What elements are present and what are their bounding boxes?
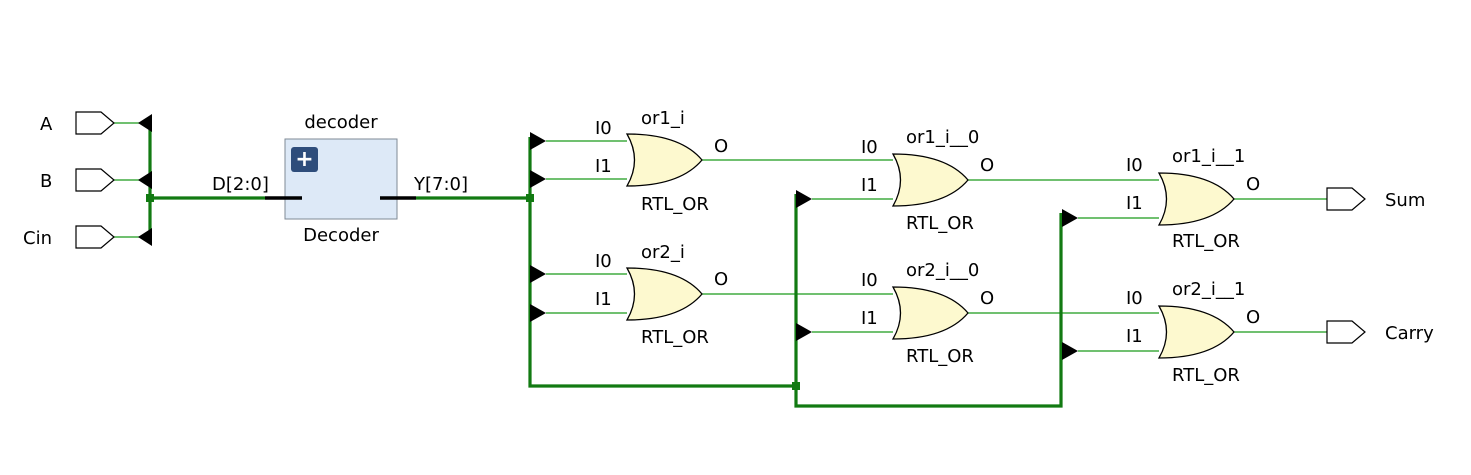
output-port-sum[interactable]: Sum <box>1326 187 1425 211</box>
output-port-label: Carry <box>1385 323 1434 344</box>
ripper-arrow <box>138 171 152 189</box>
output-port-shape[interactable] <box>1326 320 1366 344</box>
gate-instance-name: or2_i__1 <box>1172 279 1245 300</box>
gate-pin-label-i1: I1 <box>1126 326 1143 347</box>
input-port-b[interactable]: B <box>40 168 115 192</box>
bus-junction <box>526 194 534 202</box>
gate-instance-name: or1_i__1 <box>1172 146 1245 167</box>
output-port-shape[interactable] <box>1326 187 1366 211</box>
plus-icon: + <box>295 147 313 172</box>
gate-pin-label-i0: I0 <box>1126 288 1143 309</box>
input-port-a[interactable]: A <box>40 111 115 135</box>
gate-type-name: RTL_OR <box>1172 365 1240 386</box>
rippers <box>138 114 1078 360</box>
gate-type-name: RTL_OR <box>906 213 974 234</box>
bus-junction <box>146 194 154 202</box>
gate-type-name: RTL_OR <box>641 194 709 215</box>
input-port-label: Cin <box>23 228 52 249</box>
output-port-carry[interactable]: Carry <box>1326 320 1434 344</box>
gate-pin-label-o: O <box>980 155 994 176</box>
gate-pin-label-i1: I1 <box>861 308 878 329</box>
gate-pin-label-i1: I1 <box>1126 193 1143 214</box>
gate-pin-label-i0: I0 <box>861 137 878 158</box>
ripper-arrow <box>138 114 152 132</box>
or-gate-or1-i[interactable]: or1_i RTL_OR I0 I1 O <box>595 108 728 215</box>
gate-pin-label-i0: I0 <box>595 251 612 272</box>
ripper-arrow <box>1062 342 1078 360</box>
or-gate-or1-i-1[interactable]: or1_i__1 RTL_OR I0 I1 O <box>1126 146 1260 252</box>
ripper-arrow <box>530 170 546 188</box>
gate-type-name: RTL_OR <box>641 327 709 348</box>
decoder-block[interactable]: + decoder Decoder D[2:0] Y[7:0] <box>212 112 468 246</box>
gate-pin-label-i1: I1 <box>595 289 612 310</box>
ripper-arrow <box>796 190 812 208</box>
input-port-label: A <box>40 114 53 135</box>
gate-type-name: RTL_OR <box>1172 231 1240 252</box>
decoder-in-pin-label: D[2:0] <box>212 174 269 195</box>
bus-junction <box>792 382 800 390</box>
input-port-shape[interactable] <box>75 225 115 249</box>
gate-pin-label-i1: I1 <box>595 156 612 177</box>
decoder-instance-name: decoder <box>304 112 378 133</box>
decoder-module-name: Decoder <box>303 225 379 246</box>
gate-instance-name: or2_i__0 <box>906 260 979 281</box>
gate-instance-name: or1_i <box>641 108 685 129</box>
gate-pin-label-o: O <box>1246 307 1260 328</box>
output-port-label: Sum <box>1385 190 1425 211</box>
gate-pin-label-i0: I0 <box>861 270 878 291</box>
ripper-arrow <box>530 132 546 150</box>
input-port-shape[interactable] <box>75 168 115 192</box>
or-gate-shape[interactable] <box>891 286 969 340</box>
or-gate-shape[interactable] <box>625 267 703 321</box>
input-port-shape[interactable] <box>75 111 115 135</box>
gate-pin-label-i1: I1 <box>861 175 878 196</box>
decoder-out-pin-label: Y[7:0] <box>413 174 468 195</box>
input-port-cin[interactable]: Cin <box>23 225 115 249</box>
bus-y-spine <box>528 137 796 388</box>
or-gate-or2-i-1[interactable]: or2_i__1 RTL_OR I0 I1 O <box>1126 279 1260 386</box>
or-gate-shape[interactable] <box>891 153 969 207</box>
gate-instance-name: or1_i__0 <box>906 127 979 148</box>
gate-pin-label-i0: I0 <box>1126 155 1143 176</box>
input-port-label: B <box>40 171 52 192</box>
or-gate-shape[interactable] <box>1157 305 1235 359</box>
gate-type-name: RTL_OR <box>906 346 974 367</box>
gate-pin-label-o: O <box>1246 174 1260 195</box>
ripper-arrow <box>796 323 812 341</box>
or-gate-or2-i[interactable]: or2_i RTL_OR I0 I1 O <box>595 242 728 348</box>
gate-pin-label-o: O <box>980 288 994 309</box>
decoder-body[interactable] <box>284 138 398 220</box>
or-gate-or1-i-0[interactable]: or1_i__0 RTL_OR I0 I1 O <box>861 127 994 234</box>
ripper-arrow <box>1062 209 1078 227</box>
gate-pin-label-o: O <box>714 136 728 157</box>
ripper-arrow <box>530 265 546 283</box>
or-gate-shape[interactable] <box>625 133 703 187</box>
bus-y-spine-2 <box>794 194 1063 408</box>
or-gate-shape[interactable] <box>1157 172 1235 226</box>
gate-instance-name: or2_i <box>641 242 685 263</box>
gate-pin-label-i0: I0 <box>595 118 612 139</box>
gate-pin-label-o: O <box>714 269 728 290</box>
ripper-arrow <box>138 228 152 246</box>
ripper-arrow <box>530 304 546 322</box>
expand-button[interactable] <box>291 147 318 172</box>
or-gate-or2-i-0[interactable]: or2_i__0 RTL_OR I0 I1 O <box>861 260 994 367</box>
